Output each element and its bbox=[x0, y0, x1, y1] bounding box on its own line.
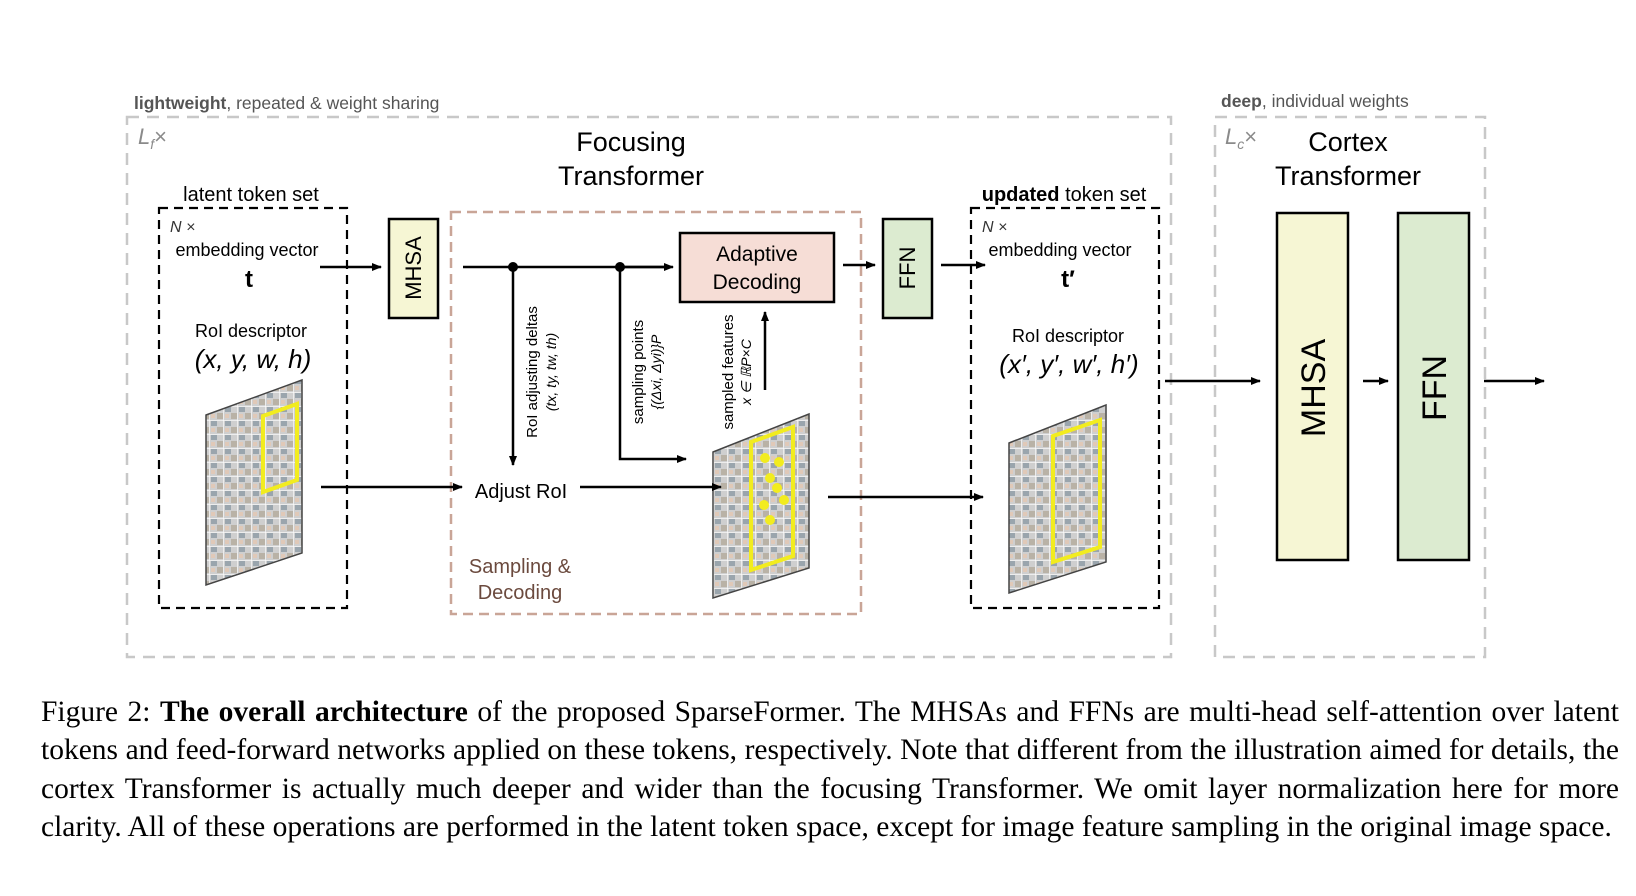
arrow-sampling-points bbox=[618, 267, 687, 463]
updated-embedding-label: embedding vector bbox=[988, 240, 1131, 260]
sampled-features-label: sampled features bbox=[720, 314, 737, 429]
output-image-right bbox=[1008, 403, 1107, 595]
roi-deltas-formula: (tx, ty, tw, th) bbox=[543, 333, 559, 411]
updated-set-title: updated token set bbox=[982, 184, 1147, 206]
sampling-label-line2: Decoding bbox=[478, 582, 563, 604]
latent-embedding-symbol: t bbox=[245, 266, 253, 293]
latent-token-set-box bbox=[157, 206, 349, 610]
cortex-transformer-group bbox=[1213, 115, 1487, 659]
cortex-ffn-block bbox=[1396, 211, 1471, 562]
updated-count: N × bbox=[982, 219, 1007, 236]
focusing-header: lightweight, repeated & weight sharing bbox=[134, 93, 439, 113]
cortex-title-line1: Cortex bbox=[1308, 127, 1388, 157]
sampling-point bbox=[765, 515, 775, 525]
roi-box-left bbox=[261, 401, 299, 495]
latent-roi-symbol: (x, y, w, h) bbox=[195, 344, 312, 374]
updated-roi-symbol: (x′, y′, w′, h′) bbox=[999, 349, 1138, 379]
updated-token-set-box bbox=[969, 206, 1161, 610]
sampling-point bbox=[760, 453, 770, 463]
latent-embedding-label: embedding vector bbox=[175, 240, 318, 260]
sampling-decoding-group bbox=[449, 210, 863, 616]
latent-count: N × bbox=[170, 219, 195, 236]
ffn-block bbox=[881, 217, 934, 320]
updated-roi-label: RoI descriptor bbox=[1012, 326, 1124, 346]
cortex-header: deep, individual weights bbox=[1221, 91, 1409, 111]
figure-caption: Figure 2: The overall architecture of th… bbox=[41, 693, 1619, 847]
roi-box-middle bbox=[749, 424, 795, 573]
updated-embedding-symbol: t′ bbox=[1061, 266, 1075, 293]
latent-set-title: latent token set bbox=[183, 184, 319, 206]
sampled-features-formula: x ∈ ℝP×C bbox=[738, 338, 754, 406]
sampling-point bbox=[765, 473, 775, 483]
roi-deltas-label: RoI adjusting deltas bbox=[524, 306, 541, 438]
focusing-repeat-label: Lf× bbox=[138, 124, 167, 152]
focusing-title-line1: Focusing bbox=[576, 127, 686, 157]
cortex-mhsa-label: MHSA bbox=[1295, 339, 1333, 438]
roi-box-right bbox=[1051, 417, 1102, 565]
input-image-left bbox=[205, 378, 303, 587]
sampled-image-middle bbox=[712, 412, 810, 600]
caption-body: of the proposed SparseFormer. The MHSAs … bbox=[41, 696, 1619, 844]
mhsa-block bbox=[387, 217, 440, 320]
caption-prefix: Figure 2: bbox=[41, 696, 160, 728]
ffn-label: FFN bbox=[895, 247, 920, 290]
junction-dot bbox=[508, 262, 518, 272]
sampling-points-label: sampling points bbox=[630, 320, 647, 424]
focusing-title-line2: Transformer bbox=[558, 161, 704, 191]
cortex-title-line2: Transformer bbox=[1275, 161, 1421, 191]
sampling-point bbox=[759, 500, 769, 510]
junction-dot bbox=[615, 262, 625, 272]
sampling-point bbox=[779, 495, 789, 505]
cortex-ffn-label: FFN bbox=[1416, 355, 1454, 421]
cortex-mhsa-block bbox=[1275, 211, 1350, 562]
adaptive-label-line2: Decoding bbox=[713, 271, 802, 294]
caption-bold: The overall architecture bbox=[159, 696, 468, 728]
sampling-label-line1: Sampling & bbox=[469, 556, 572, 578]
connections bbox=[320, 261, 1545, 501]
mhsa-label: MHSA bbox=[401, 236, 426, 300]
sampling-point bbox=[772, 483, 782, 493]
latent-roi-label: RoI descriptor bbox=[195, 321, 307, 341]
sampling-points-formula: {(Δxi, Δyi)}P bbox=[648, 334, 664, 409]
focusing-transformer-group bbox=[125, 115, 1173, 659]
adaptive-label-line1: Adaptive bbox=[716, 243, 798, 266]
adaptive-decoding-block bbox=[678, 231, 836, 304]
sampling-point bbox=[774, 457, 784, 467]
adjust-roi-label: Adjust RoI bbox=[475, 481, 567, 503]
cortex-repeat-label: Lc× bbox=[1225, 124, 1257, 152]
